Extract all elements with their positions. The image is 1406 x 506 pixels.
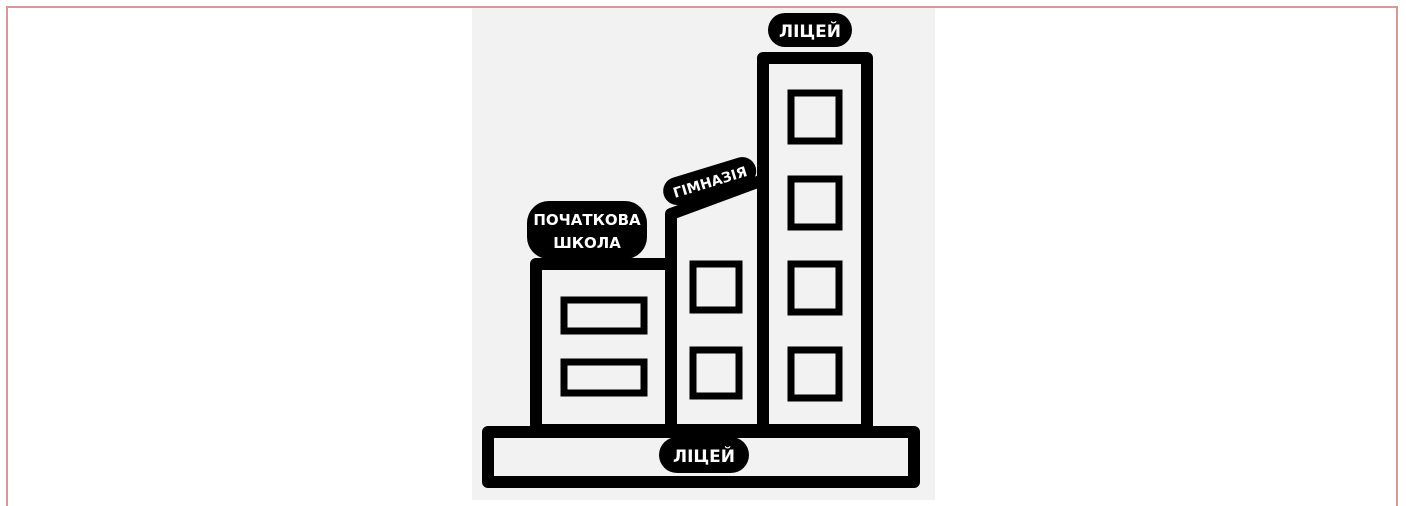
label-lyceum-base: ЛІЦЕЙ	[659, 437, 749, 473]
primary-school-building	[536, 264, 671, 430]
svg-text:ЛІЦЕЙ: ЛІЦЕЙ	[779, 20, 841, 42]
primary-window-1	[564, 300, 644, 331]
lyceum-window-4	[791, 350, 839, 398]
svg-text:ЛІЦЕЙ: ЛІЦЕЙ	[673, 445, 735, 467]
lyceum-tower	[763, 58, 867, 430]
gymnasium-building	[671, 180, 763, 430]
svg-text:ПОЧАТКОВА: ПОЧАТКОВА	[533, 211, 641, 229]
school-buildings-svg: ЛІЦЕЙ ГІМНАЗІЯ ПОЧАТКОВА ШКОЛА ЛІЦЕЙ	[472, 8, 935, 500]
svg-text:ШКОЛА: ШКОЛА	[553, 234, 621, 252]
gymnasium-window-1	[693, 264, 739, 310]
lyceum-window-1	[791, 93, 839, 141]
label-lyceum-top: ЛІЦЕЙ	[768, 13, 852, 47]
gymnasium-window-2	[693, 350, 739, 396]
primary-window-2	[564, 362, 644, 393]
lyceum-window-2	[791, 179, 839, 227]
school-buildings-illustration: ЛІЦЕЙ ГІМНАЗІЯ ПОЧАТКОВА ШКОЛА ЛІЦЕЙ	[472, 8, 935, 500]
lyceum-window-3	[791, 264, 839, 312]
label-primary-school: ПОЧАТКОВА ШКОЛА	[527, 201, 647, 259]
